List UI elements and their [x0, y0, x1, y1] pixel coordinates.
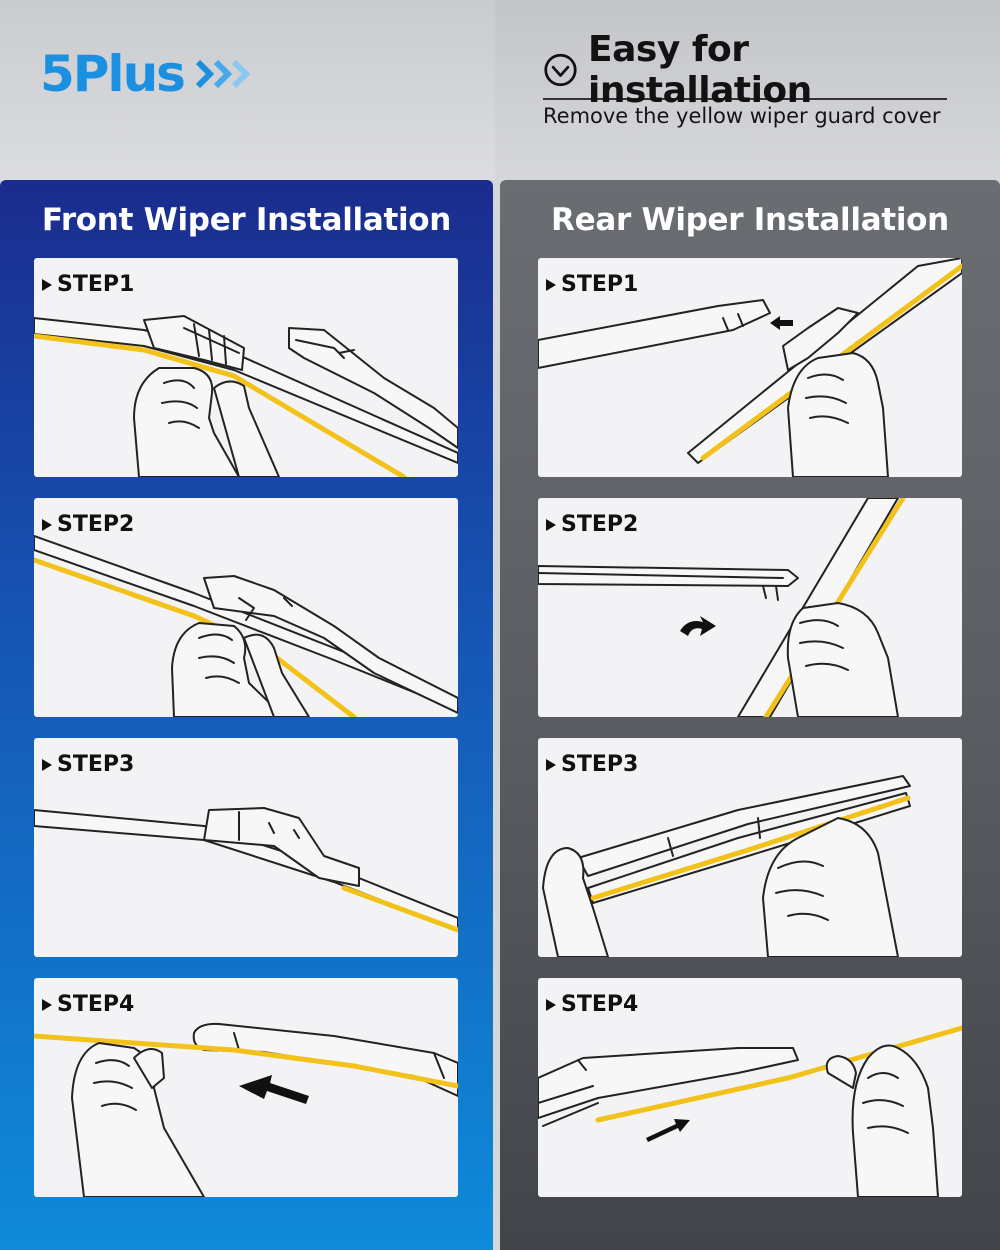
front-step-2-illustration	[34, 535, 458, 717]
top-left-background	[0, 0, 495, 180]
rear-step-card-1: STEP1	[538, 258, 962, 477]
brand-logo: 5Plus	[40, 44, 254, 104]
rear-step-4-text: STEP4	[561, 992, 639, 1017]
front-step-4-illustration	[34, 1022, 458, 1197]
rear-step-card-3: STEP3	[538, 738, 962, 957]
front-wiper-panel: Front Wiper Installation STEP1 STEP2	[0, 180, 493, 1250]
triangle-right-icon	[42, 758, 52, 771]
front-step-label-3: STEP3	[42, 752, 134, 777]
triangle-right-icon	[42, 278, 52, 291]
rear-step-card-4: STEP4	[538, 978, 962, 1197]
rear-step-2-illustration	[538, 498, 906, 717]
rear-step-1-text: STEP1	[561, 272, 639, 297]
triangle-right-icon	[42, 998, 52, 1011]
rear-step-label-2: STEP2	[546, 512, 638, 537]
rear-step-4-illustration	[538, 1025, 962, 1197]
rear-step-1-illustration	[538, 258, 962, 477]
brand-name: 5Plus	[40, 45, 186, 103]
chevron-right-triple-icon	[195, 59, 251, 89]
rear-wiper-panel: Rear Wiper Installation STEP1 STEP2	[500, 180, 1000, 1250]
rear-step-label-1: STEP1	[546, 272, 638, 297]
front-step-card-4: STEP4	[34, 978, 458, 1197]
header-title: Easy for installation	[588, 29, 812, 111]
installation-header: Easy for installation Remove the yellow …	[543, 29, 953, 128]
rear-step-label-4: STEP4	[546, 992, 638, 1017]
front-step-3-illustration	[34, 807, 458, 933]
rear-step-card-2: STEP2	[538, 498, 962, 717]
triangle-right-icon	[546, 278, 556, 291]
triangle-right-icon	[546, 518, 556, 531]
front-step-4-text: STEP4	[57, 992, 135, 1017]
rear-panel-title: Rear Wiper Installation	[551, 202, 949, 238]
front-step-3-text: STEP3	[57, 752, 135, 777]
front-step-label-2: STEP2	[42, 512, 134, 537]
header-title-row: Easy for installation	[543, 29, 953, 111]
rear-step-3-illustration	[542, 775, 911, 957]
front-step-card-3: STEP3	[34, 738, 458, 957]
front-step-label-4: STEP4	[42, 992, 134, 1017]
front-step-2-text: STEP2	[57, 512, 135, 537]
triangle-right-icon	[546, 758, 556, 771]
rear-step-2-text: STEP2	[561, 512, 639, 537]
header-subtitle: Remove the yellow wiper guard cover	[543, 104, 941, 128]
circle-check-icon	[544, 53, 577, 87]
rear-step-3-text: STEP3	[561, 752, 639, 777]
top-right-background	[495, 0, 1000, 180]
front-step-card-2: STEP2	[34, 498, 458, 717]
front-step-1-illustration	[34, 315, 458, 477]
rear-step-label-3: STEP3	[546, 752, 638, 777]
triangle-right-icon	[42, 518, 52, 531]
front-step-card-1: STEP1	[34, 258, 458, 477]
header-divider	[543, 98, 947, 100]
triangle-right-icon	[546, 998, 556, 1011]
front-step-label-1: STEP1	[42, 272, 134, 297]
front-panel-title: Front Wiper Installation	[41, 202, 452, 238]
front-step-1-text: STEP1	[57, 272, 135, 297]
